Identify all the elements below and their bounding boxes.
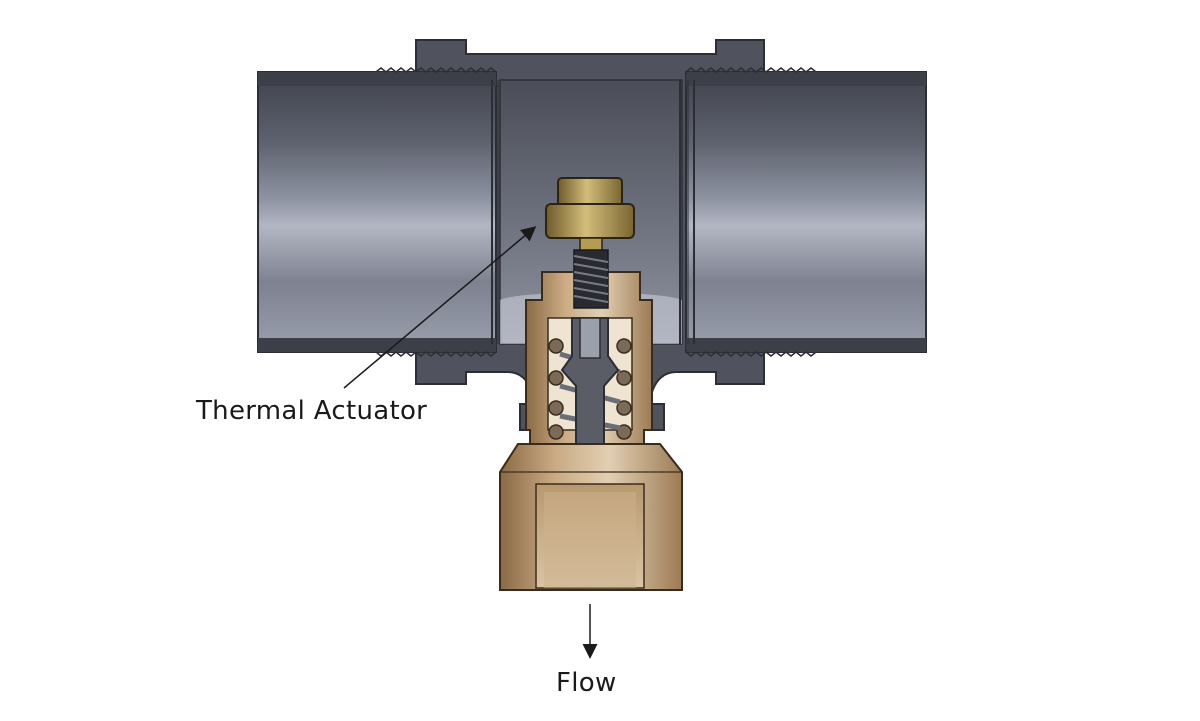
spring [548, 338, 632, 440]
thermal-actuator [545, 177, 635, 309]
flow-label: Flow [556, 668, 617, 698]
right-pipe [679, 67, 927, 357]
brass-cartridge [525, 271, 653, 489]
left-pipe [257, 67, 499, 357]
actuator-leader-line [343, 226, 537, 389]
thermal-actuator-label: Thermal Actuator [196, 396, 428, 426]
outlet-fitting [499, 443, 683, 591]
